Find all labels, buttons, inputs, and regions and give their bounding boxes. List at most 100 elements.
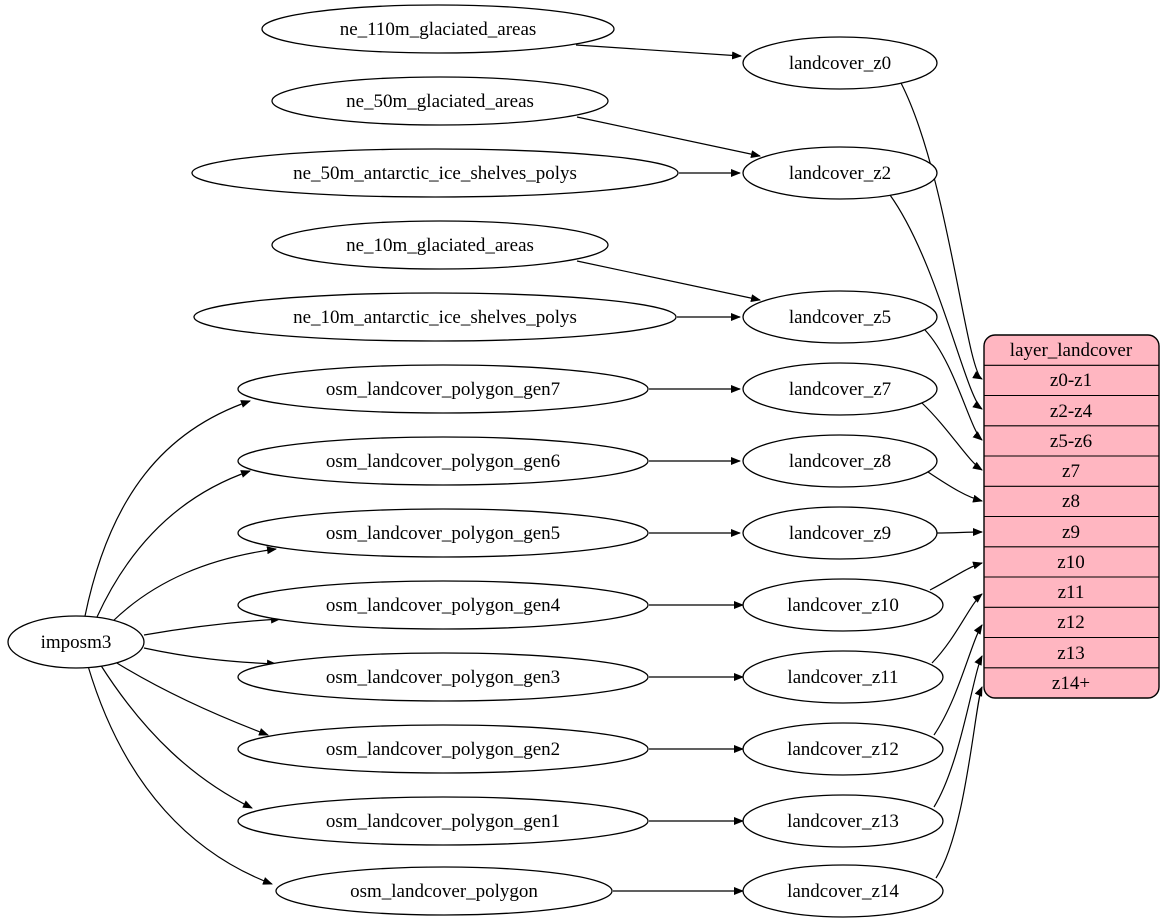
node-ne-10m-antarctic-ice-shelves-polys: ne_10m_antarctic_ice_shelves_polys [193,292,677,342]
node-osm-landcover-polygon-gen5-label: osm_landcover_polygon_gen5 [326,523,560,544]
node-landcover-z12-label: landcover_z12 [787,739,899,760]
table-row-z12: z12 [1057,612,1084,633]
edge-imposm3-osm-landcover-polygon-gen5 [111,546,277,623]
node-ne-10m-glaciated-areas-label: ne_10m_glaciated_areas [346,235,534,256]
edge-imposm3-osm-landcover-polygon [87,665,273,885]
edge-landcover-z14-row-z14plus [935,686,983,879]
edge-ne-10m-glaciated-areas-landcover-z5 [576,260,761,303]
edge-imposm3-osm-landcover-polygon-gen1 [99,663,253,809]
edge-landcover-z9-row-z9 [936,528,983,537]
node-landcover-z11-shape [742,650,944,704]
edge-layer [84,44,983,895]
node-osm-landcover-polygon-gen6-label: osm_landcover_polygon_gen6 [326,451,560,472]
table-row-z14plus: z14+ [1052,673,1090,694]
node-osm-landcover-polygon: osm_landcover_polygon [275,866,613,916]
table-row-z0-z1: z0-z1 [1050,370,1092,391]
node-osm-landcover-polygon-gen4-label: osm_landcover_polygon_gen4 [326,595,561,616]
node-landcover-z8: landcover_z8 [742,434,938,488]
node-landcover-z10-shape [742,578,944,632]
node-osm-landcover-polygon-gen4: osm_landcover_polygon_gen4 [237,580,649,630]
node-ne-110m-glaciated-areas-label: ne_110m_glaciated_areas [340,19,537,40]
node-landcover-z9-label: landcover_z9 [789,523,891,544]
node-osm-landcover-polygon-gen3: osm_landcover_polygon_gen3 [237,652,649,702]
edge-landcover-z7-row-z7 [921,402,983,471]
node-osm-landcover-polygon-shape [275,866,613,916]
node-ne-110m-glaciated-areas-shape [261,4,615,54]
node-osm-landcover-polygon-gen5: osm_landcover_polygon_gen5 [237,508,649,558]
edge-landcover-z12-row-z12 [933,624,983,736]
edge-imposm3-osm-landcover-polygon-gen7 [84,400,251,617]
node-landcover-z10-label: landcover_z10 [787,595,899,616]
node-landcover-z7: landcover_z7 [742,362,938,416]
node-landcover-z13-label: landcover_z13 [787,811,899,832]
node-landcover-z5-label: landcover_z5 [789,307,891,328]
node-landcover-z0: landcover_z0 [742,36,938,90]
node-osm-landcover-polygon-gen6-shape [237,436,649,486]
edge-imposm3-osm-landcover-polygon-gen2 [111,659,269,736]
node-ne-10m-glaciated-areas-shape [271,220,609,270]
node-landcover-z7-label: landcover_z7 [789,379,891,400]
node-osm-landcover-polygon-gen2-shape [237,724,649,774]
node-landcover-z14-label: landcover_z14 [787,881,899,902]
node-landcover-z7-shape [742,362,938,416]
node-landcover-z5-shape [742,290,938,344]
edge-imposm3-osm-landcover-polygon-gen3 [143,647,277,668]
node-landcover-z5: landcover_z5 [742,290,938,344]
node-landcover-z10: landcover_z10 [742,578,944,632]
node-landcover-z12: landcover_z12 [742,722,944,776]
edge-imposm3-osm-landcover-polygon-gen6 [96,470,251,618]
node-landcover-z13-shape [742,794,944,848]
table-row-z5-z6: z5-z6 [1050,431,1092,452]
node-osm-landcover-polygon-gen3-shape [237,652,649,702]
node-osm-landcover-polygon-gen4-shape [237,580,649,630]
table-row-z2-z4: z2-z4 [1050,401,1093,422]
node-osm-landcover-polygon-gen6: osm_landcover_polygon_gen6 [237,436,649,486]
node-osm-landcover-polygon-gen1: osm_landcover_polygon_gen1 [237,796,649,846]
node-osm-landcover-polygon-gen7-label: osm_landcover_polygon_gen7 [326,379,560,400]
node-imposm3-shape [7,615,145,669]
node-landcover-z2-shape [742,146,938,200]
node-ne-50m-antarctic-ice-shelves-polys-shape [191,148,679,198]
node-osm-landcover-polygon-gen2: osm_landcover_polygon_gen2 [237,724,649,774]
edge-landcover-z8-row-z8 [927,471,983,503]
node-osm-landcover-polygon-gen1-label: osm_landcover_polygon_gen1 [326,811,560,832]
table-row-z11: z11 [1058,582,1085,603]
node-ne-10m-antarctic-ice-shelves-polys-shape [193,292,677,342]
layer-landcover-table: layer_landcover z0-z1 z2-z4 z5-z6 z7 z8 … [983,334,1160,699]
node-ne-50m-glaciated-areas: ne_50m_glaciated_areas [271,76,609,126]
edge-landcover-z5-row-z5-z6 [924,329,983,441]
node-ne-10m-glaciated-areas: ne_10m_glaciated_areas [271,220,609,270]
node-ne-50m-antarctic-ice-shelves-polys: ne_50m_antarctic_ice_shelves_polys [191,148,679,198]
layer-landcover-table-title: layer_landcover [1010,340,1133,361]
node-osm-landcover-polygon-gen2-label: osm_landcover_polygon_gen2 [326,739,560,760]
table-row-z7: z7 [1062,461,1080,482]
edge-landcover-z13-row-z13 [933,655,983,808]
node-landcover-z2: landcover_z2 [742,146,938,200]
node-landcover-z2-label: landcover_z2 [789,163,891,184]
node-landcover-z14: landcover_z14 [742,864,944,918]
node-landcover-z12-shape [742,722,944,776]
node-landcover-z0-label: landcover_z0 [789,53,891,74]
edge-ne-110m-glaciated-areas-landcover-z0 [575,44,742,60]
node-imposm3-label: imposm3 [41,632,112,653]
node-landcover-z8-shape [742,434,938,488]
edge-ne-50m-glaciated-areas-landcover-z2 [576,116,761,159]
table-row-z10: z10 [1057,552,1084,573]
node-osm-landcover-polygon-gen5-shape [237,508,649,558]
table-row-z13: z13 [1057,643,1084,664]
node-landcover-z0-shape [742,36,938,90]
edge-landcover-z2-row-z2-z4 [889,194,983,410]
node-landcover-z14-shape [742,864,944,918]
node-ne-50m-antarctic-ice-shelves-polys-label: ne_50m_antarctic_ice_shelves_polys [293,163,577,184]
edge-imposm3-osm-landcover-polygon-gen4 [143,615,281,636]
edge-landcover-z10-row-z10 [929,561,983,591]
node-landcover-z11-label: landcover_z11 [787,667,898,688]
node-landcover-z9: landcover_z9 [742,506,938,560]
node-ne-110m-glaciated-areas: ne_110m_glaciated_areas [261,4,615,54]
edge-landcover-z0-row-z0-z1 [900,82,983,380]
node-osm-landcover-polygon-gen1-shape [237,796,649,846]
node-imposm3: imposm3 [7,615,145,669]
edge-landcover-z11-row-z11 [931,593,983,664]
node-ne-10m-antarctic-ice-shelves-polys-label: ne_10m_antarctic_ice_shelves_polys [293,307,577,328]
